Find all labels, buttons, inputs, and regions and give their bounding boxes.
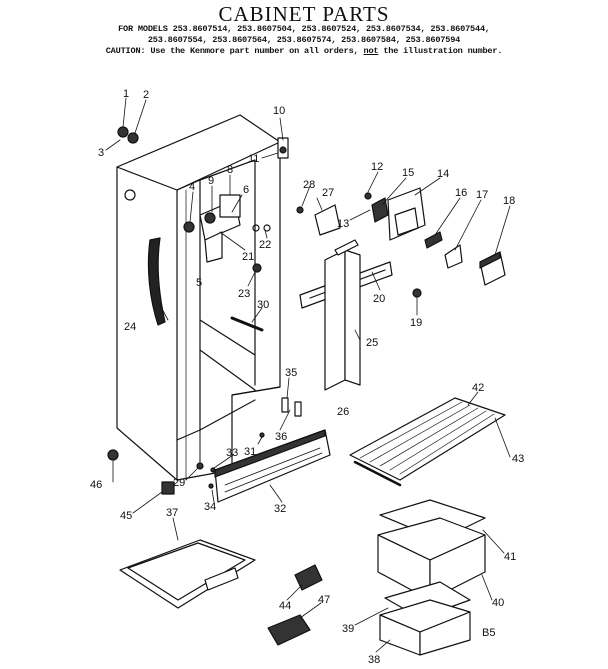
parts-12-19	[296, 187, 506, 298]
callout-8: 8	[227, 164, 233, 176]
callout-25: 25	[366, 337, 378, 349]
caution-text-post: the illustration number.	[378, 46, 503, 56]
callout-13: 13	[337, 218, 349, 230]
callout-18: 18	[503, 195, 515, 207]
callout-17: 17	[476, 189, 488, 201]
callout-23: 23	[238, 288, 250, 300]
parts-45-46-feet	[107, 449, 175, 495]
callout-29: 29	[173, 477, 185, 489]
callout-5: 5	[196, 277, 202, 289]
callout-38: 38	[368, 654, 380, 666]
callout-24: 24	[124, 321, 136, 333]
callout-26: 26	[337, 406, 349, 418]
callout-6: 6	[243, 184, 249, 196]
part-37-drip-tray	[119, 539, 256, 609]
part-30-rod	[230, 316, 264, 332]
part-1-2-screws	[117, 126, 139, 144]
part-10-11-hinge	[277, 137, 289, 159]
callout-leader-lines	[105, 97, 511, 653]
callout-35: 35	[285, 367, 297, 379]
models-line-1: FOR MODELS 253.8607514, 253.8607504, 253…	[118, 24, 490, 34]
caution-line: CAUTION: Use the Kenmore part number on …	[0, 46, 608, 56]
callout-22: 22	[259, 239, 271, 251]
callout-14: 14	[437, 168, 449, 180]
callout-46: 46	[90, 479, 102, 491]
callout-16: 16	[455, 187, 467, 199]
parts-31-35-36	[259, 397, 302, 438]
callout-27: 27	[322, 187, 334, 199]
parts-44-47	[267, 564, 323, 646]
callout-28: 28	[303, 179, 315, 191]
part-25-26-channels	[324, 239, 361, 391]
part-38-39-lower-crisper	[379, 581, 471, 656]
callout-9: 9	[208, 175, 214, 187]
callout-15: 15	[402, 167, 414, 179]
callout-21: 21	[242, 251, 254, 263]
callout-40: 40	[492, 597, 504, 609]
cabinet-body	[116, 114, 281, 481]
parts-29-33-34	[196, 389, 216, 489]
part-32-grille	[214, 429, 331, 503]
callout-45: 45	[120, 510, 132, 522]
callout-42: 42	[472, 382, 484, 394]
caution-text-pre: CAUTION: Use the Kenmore part number on …	[105, 46, 364, 56]
callout-32: 32	[274, 503, 286, 515]
callout-43: 43	[512, 453, 524, 465]
caution-text-not: not	[363, 46, 379, 56]
callout-1: 1	[123, 88, 129, 100]
callout-19: 19	[410, 317, 422, 329]
callout-31: 31	[244, 446, 256, 458]
callout-2: 2	[143, 89, 149, 101]
callout-30: 30	[257, 299, 269, 311]
part-24-gasket	[147, 237, 166, 326]
callout-44: 44	[279, 600, 291, 612]
callout-numbers: 1 2 3 4 5 6 8 9 10 11 12 13 14 15 16 17 …	[90, 88, 524, 666]
models-line-2: 253.8607554, 253.8607564, 253.8607574, 2…	[147, 35, 461, 45]
callout-11: 11	[248, 153, 259, 165]
callout-34: 34	[204, 501, 216, 513]
callout-36: 36	[275, 431, 287, 443]
callout-47: 47	[318, 594, 330, 606]
part-control-assembly	[183, 194, 271, 273]
page-title: CABINET PARTS	[218, 2, 390, 26]
callout-20: 20	[373, 293, 385, 305]
callout-41: 41	[504, 551, 516, 563]
callout-39: 39	[342, 623, 354, 635]
callout-12: 12	[371, 161, 383, 173]
callout-10: 10	[273, 105, 285, 117]
callout-4: 4	[189, 181, 195, 193]
callout-33: 33	[226, 447, 238, 459]
part-42-43-wire-shelf	[349, 397, 506, 487]
callout-37: 37	[166, 507, 178, 519]
diagram-code: B5	[482, 627, 495, 639]
callout-3: 3	[98, 147, 104, 159]
